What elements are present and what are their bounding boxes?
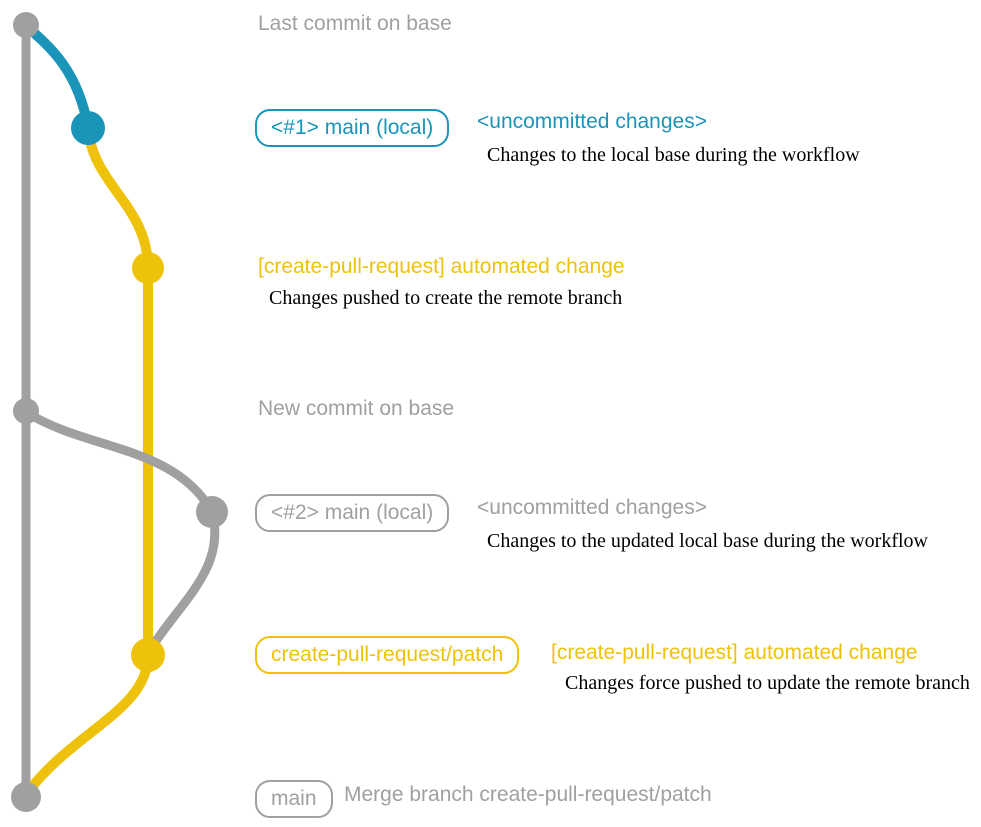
label-new-commit-on-base: New commit on base [258,397,455,420]
title-uncommitted-changes-1: <uncommitted changes> [477,110,707,133]
label-merge-branch: Merge branch create-pull-request/patch [344,783,712,806]
commit-dot-last-base [13,12,39,38]
title-automated-change-2: [create-pull-request] automated change [551,641,918,664]
commit-dot-uncommitted-2 [196,496,228,528]
commit-dot-automated-1 [132,252,164,284]
title-automated-change-1: [create-pull-request] automated change [258,255,625,278]
commit-dot-automated-2 [131,638,165,672]
title-uncommitted-changes-2: <uncommitted changes> [477,496,707,519]
pull-request-branch-line [24,126,153,796]
desc-uncommitted-changes-1: Changes to the local base during the wor… [487,144,860,166]
desc-automated-change-1: Changes pushed to create the remote bran… [269,287,623,309]
local-changes-branch-line [22,22,93,128]
badge-create-pull-request-patch: create-pull-request/patch [255,636,520,674]
commit-dot-new-base [13,398,39,424]
desc-automated-change-2: Changes force pushed to update the remot… [565,672,970,694]
commit-dot-merge [11,782,41,812]
badge-main-local-1: <#1> main (local) [255,109,450,147]
commit-dot-uncommitted-1 [71,111,105,145]
badge-main: main [255,780,333,818]
desc-uncommitted-changes-2: Changes to the updated local base during… [487,530,928,552]
badge-main-local-2: <#2> main (local) [255,494,450,532]
updated-local-branch-line [23,408,220,653]
label-last-commit-on-base: Last commit on base [258,12,452,35]
